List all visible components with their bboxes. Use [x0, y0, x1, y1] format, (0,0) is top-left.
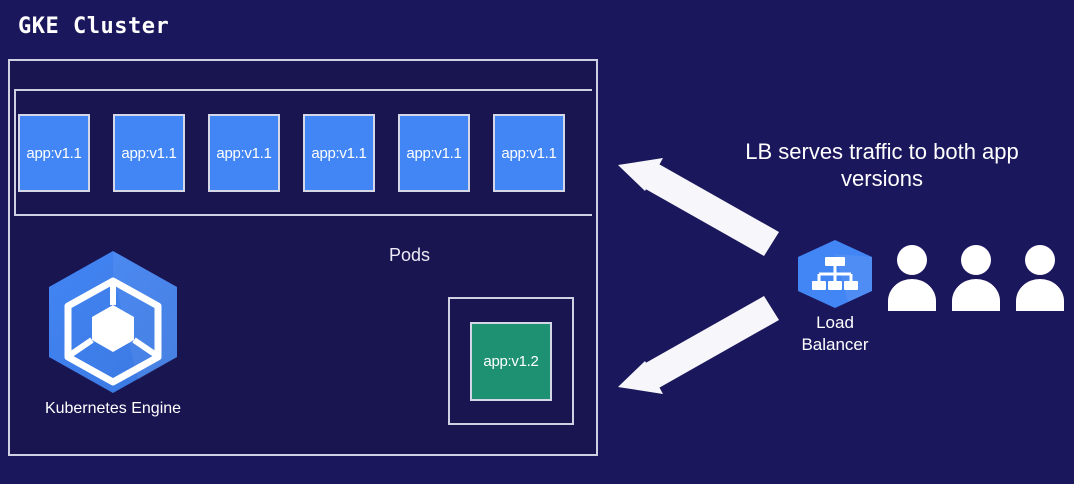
load-balancer-label: Load Balancer [782, 312, 888, 356]
pod-box[interactable]: app:v1.1 [113, 114, 185, 192]
pod-box[interactable]: app:v1.1 [493, 114, 565, 192]
lb-annotation: LB serves traffic to both app versions [700, 138, 1064, 192]
lb-annotation-line2: versions [841, 166, 923, 191]
users-group [886, 243, 1066, 313]
pod-label: app:v1.1 [216, 144, 272, 162]
pod-label: app:v1.1 [121, 144, 177, 162]
kubernetes-engine-label: Kubernetes Engine [44, 400, 182, 417]
pod-box[interactable]: app:v1.1 [208, 114, 280, 192]
user-icon [1014, 243, 1066, 313]
pod-box[interactable]: app:v1.1 [303, 114, 375, 192]
canary-pod-container: app:v1.2 [448, 297, 574, 425]
pod-box[interactable]: app:v1.1 [18, 114, 90, 192]
user-icon [886, 243, 938, 313]
pods-row: app:v1.1 app:v1.1 app:v1.1 app:v1.1 app:… [18, 114, 590, 192]
lb-annotation-line1: LB serves traffic to both app [745, 139, 1019, 164]
page-title: GKE Cluster [18, 14, 170, 39]
pod-label: app:v1.1 [406, 144, 462, 162]
load-balancer-icon [782, 238, 888, 310]
pods-caption: Pods [389, 245, 431, 265]
user-icon [950, 243, 1002, 313]
pod-label: app:v1.1 [311, 144, 367, 162]
pod-label: app:v1.1 [501, 144, 557, 162]
load-balancer-node: Load Balancer [782, 238, 888, 356]
pod-label: app:v1.1 [26, 144, 82, 162]
load-balancer-label-line2: Balancer [801, 335, 869, 354]
canary-pod-box[interactable]: app:v1.2 [470, 321, 552, 401]
arrow-lb-to-canary [618, 296, 779, 394]
pod-box[interactable]: app:v1.1 [398, 114, 470, 192]
load-balancer-label-line1: Load [816, 313, 854, 332]
kubernetes-engine-node: Kubernetes Engine [18, 245, 208, 419]
canary-pod-label: app:v1.2 [483, 352, 539, 370]
kubernetes-engine-icon [18, 245, 208, 395]
